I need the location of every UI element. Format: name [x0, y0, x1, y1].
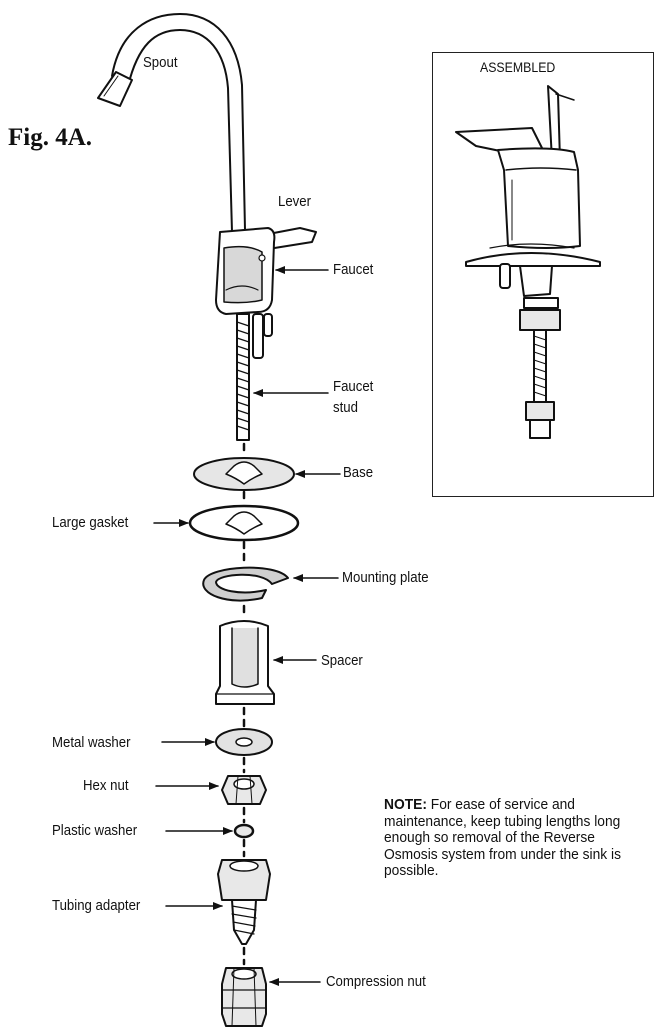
compression-nut-part	[221, 967, 267, 1027]
figure-label: Fig. 4A.	[8, 124, 93, 151]
faucet-stud-part	[236, 313, 273, 441]
plastic-washer-part	[233, 823, 255, 839]
label-spacer: Spacer	[321, 652, 363, 669]
note-heading: NOTE:	[384, 796, 427, 813]
assembled-faucet-drawing	[455, 85, 601, 439]
tubing-adapter-part	[217, 859, 271, 945]
label-metal-washer: Metal washer	[52, 734, 131, 751]
spacer-part	[215, 620, 275, 705]
label-tubing-adapter: Tubing adapter	[52, 897, 141, 914]
large-gasket-part	[188, 504, 300, 542]
label-faucet: Faucet	[333, 261, 374, 278]
note-text: For ease of service and maintenance, kee…	[384, 796, 621, 879]
base-part	[193, 457, 295, 491]
label-faucet-stud-line1: Faucet	[333, 378, 374, 395]
label-spout: Spout	[143, 54, 178, 71]
faucet-body-part	[215, 227, 276, 315]
leader-arrows	[153, 266, 341, 986]
spout-part	[97, 13, 246, 233]
label-base: Base	[343, 464, 374, 481]
hex-nut-part	[221, 775, 267, 805]
label-mounting-plate: Mounting plate	[342, 569, 429, 586]
service-note: NOTE: For ease of service and maintenanc…	[384, 796, 634, 880]
assembled-label: ASSEMBLED	[480, 59, 556, 75]
label-faucet-stud-line2: stud	[333, 399, 358, 416]
metal-washer-part	[215, 728, 273, 756]
label-lever: Lever	[278, 193, 312, 210]
label-large-gasket: Large gasket	[52, 514, 129, 531]
label-compression-nut: Compression nut	[326, 973, 426, 990]
label-plastic-washer: Plastic washer	[52, 822, 138, 839]
label-hex-nut: Hex nut	[83, 777, 129, 794]
assembled-inset-box	[432, 52, 654, 497]
mounting-plate-part	[202, 566, 289, 602]
